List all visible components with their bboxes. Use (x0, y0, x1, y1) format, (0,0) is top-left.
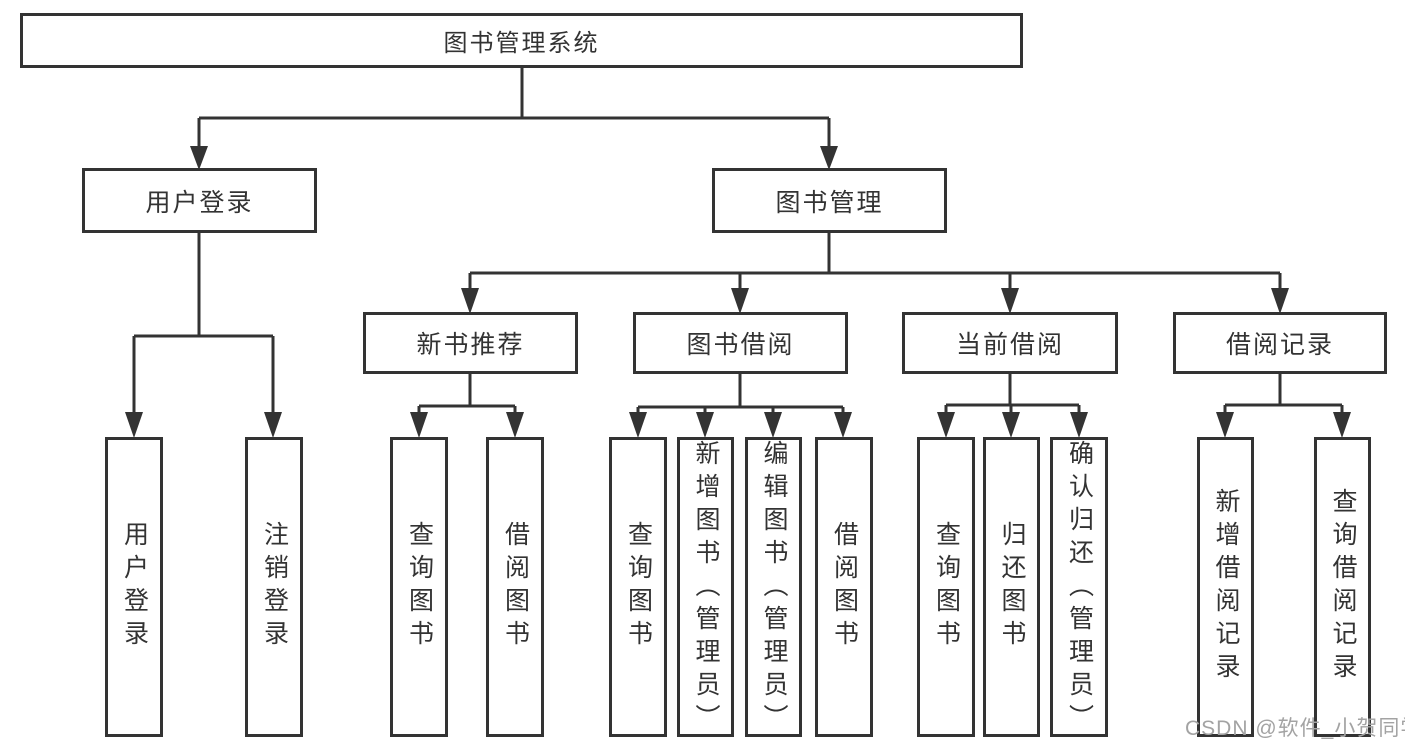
arrowhead-icon (125, 412, 143, 438)
node-book-borrowing: 图书借阅 (633, 312, 848, 374)
node-leaf-query-books-3: 查询图书 (917, 437, 975, 737)
leaf-label: 归还图书 (998, 521, 1026, 653)
arrowhead-icon (820, 146, 838, 170)
node-user-login: 用户登录 (82, 168, 317, 233)
leaf-label: 新增图书（管理员） (692, 440, 720, 737)
node-new-book-recommend: 新书推荐 (363, 312, 578, 374)
arrowhead-icon (264, 412, 282, 438)
connector-borrowing-records-to-leaves (1216, 374, 1351, 438)
node-leaf-user-login: 用户登录 (105, 437, 163, 737)
arrowhead-icon (764, 412, 782, 438)
node-book-management: 图书管理 (712, 168, 947, 233)
node-leaf-borrow-books-1: 借阅图书 (486, 437, 544, 737)
connector-new-book-recommend-to-leaves (410, 374, 524, 438)
leaf-label: 编辑图书（管理员） (760, 440, 788, 737)
leaf-label: 新增借阅记录 (1212, 488, 1240, 686)
node-leaf-add-borrow-record: 新增借阅记录 (1197, 437, 1254, 737)
arrowhead-icon (1001, 288, 1019, 314)
node-current-borrowing: 当前借阅 (902, 312, 1118, 374)
leaf-label: 借阅图书 (501, 521, 530, 653)
node-leaf-edit-books-admin: 编辑图书（管理员） (745, 437, 802, 737)
leaf-label: 查询图书 (932, 521, 961, 653)
node-leaf-query-books-2: 查询图书 (609, 437, 667, 737)
arrowhead-icon (461, 288, 479, 314)
leaf-label: 借阅图书 (830, 521, 859, 653)
connector-book-management-to-level3 (461, 233, 1289, 314)
leaf-label: 查询图书 (405, 521, 434, 653)
csdn-watermark: CSDN @软件_小贺同学 (1185, 717, 1405, 740)
connector-current-borrowing-to-leaves (937, 374, 1088, 438)
node-leaf-logout: 注销登录 (245, 437, 303, 737)
connector-user-login-to-leaves (125, 233, 282, 438)
node-leaf-borrow-books-2: 借阅图书 (815, 437, 873, 737)
arrowhead-icon (1333, 412, 1351, 438)
connector-book-borrowing-to-leaves (629, 374, 852, 438)
arrowhead-icon (1271, 288, 1289, 314)
arrowhead-icon (1002, 412, 1020, 438)
node-library-management-system: 图书管理系统 (20, 13, 1023, 68)
connector-root-to-level2 (190, 68, 838, 170)
leaf-label: 查询借阅记录 (1329, 488, 1357, 686)
node-leaf-query-books-1: 查询图书 (390, 437, 448, 737)
arrowhead-icon (190, 146, 208, 170)
leaf-label: 确认归还（管理员） (1065, 440, 1094, 737)
node-leaf-query-borrow-record: 查询借阅记录 (1314, 437, 1371, 737)
leaf-label: 用户登录 (120, 521, 149, 653)
arrowhead-icon (1070, 412, 1088, 438)
node-leaf-return-books: 归还图书 (983, 437, 1040, 737)
arrowhead-icon (629, 412, 647, 438)
arrowhead-icon (410, 412, 428, 438)
arrowhead-icon (731, 288, 749, 314)
leaf-label: 注销登录 (260, 521, 289, 653)
arrowhead-icon (506, 412, 524, 438)
leaf-label: 查询图书 (624, 521, 653, 653)
arrowhead-icon (834, 412, 852, 438)
arrowhead-icon (696, 412, 714, 438)
arrowhead-icon (1216, 412, 1234, 438)
arrowhead-icon (937, 412, 955, 438)
node-leaf-add-books-admin: 新增图书（管理员） (677, 437, 734, 737)
node-leaf-confirm-return-admin: 确认归还（管理员） (1050, 437, 1108, 737)
node-borrowing-records: 借阅记录 (1173, 312, 1387, 374)
